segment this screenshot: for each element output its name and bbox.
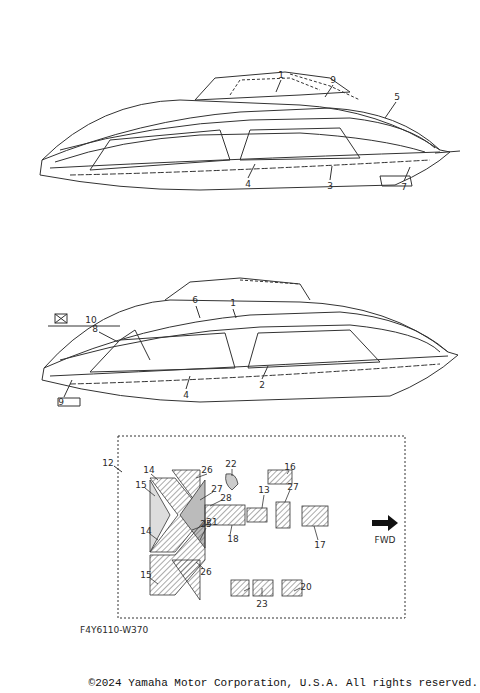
callout-number: 28 <box>220 494 231 503</box>
callout-number: 9 <box>58 398 64 407</box>
callout-number: 15 <box>135 481 146 490</box>
callout-number: 1 <box>278 71 284 80</box>
callout-number: 4 <box>183 391 189 400</box>
callout-number: 16 <box>284 463 295 472</box>
callout-number: 18 <box>227 535 238 544</box>
callout-number: 12 <box>102 459 113 468</box>
callout-number: 6 <box>192 296 198 305</box>
callout-number: 14 <box>140 527 151 536</box>
callout-number: 2 <box>259 381 265 390</box>
figure-code: F4Y6110-W370 <box>80 626 148 635</box>
callout-number: 17 <box>314 541 325 550</box>
callout-number: 8 <box>92 325 98 334</box>
callout-number: 27 <box>287 483 298 492</box>
callout-number: 1 <box>230 299 236 308</box>
callout-number: 27 <box>211 485 222 494</box>
copyright-notice: ©2024 Yamaha Motor Corporation, U.S.A. A… <box>89 678 478 689</box>
direction-label: FWD <box>374 536 395 545</box>
callout-number: 4 <box>245 180 251 189</box>
callout-number: 5 <box>394 93 400 102</box>
callout-number: 7 <box>401 183 407 192</box>
callout-number: 14 <box>143 466 154 475</box>
callout-number: 20 <box>300 583 311 592</box>
callout-number: 10 <box>85 316 96 325</box>
callout-number: 3 <box>327 182 333 191</box>
callout-number: 26 <box>201 466 212 475</box>
callout-number: 15 <box>140 571 151 580</box>
callout-number: 22 <box>225 460 236 469</box>
callout-number: 13 <box>258 486 269 495</box>
callout-number: 9 <box>330 76 336 85</box>
callout-number: 25 <box>200 520 211 529</box>
callout-number: 26 <box>200 568 211 577</box>
callout-number: 23 <box>256 600 267 609</box>
